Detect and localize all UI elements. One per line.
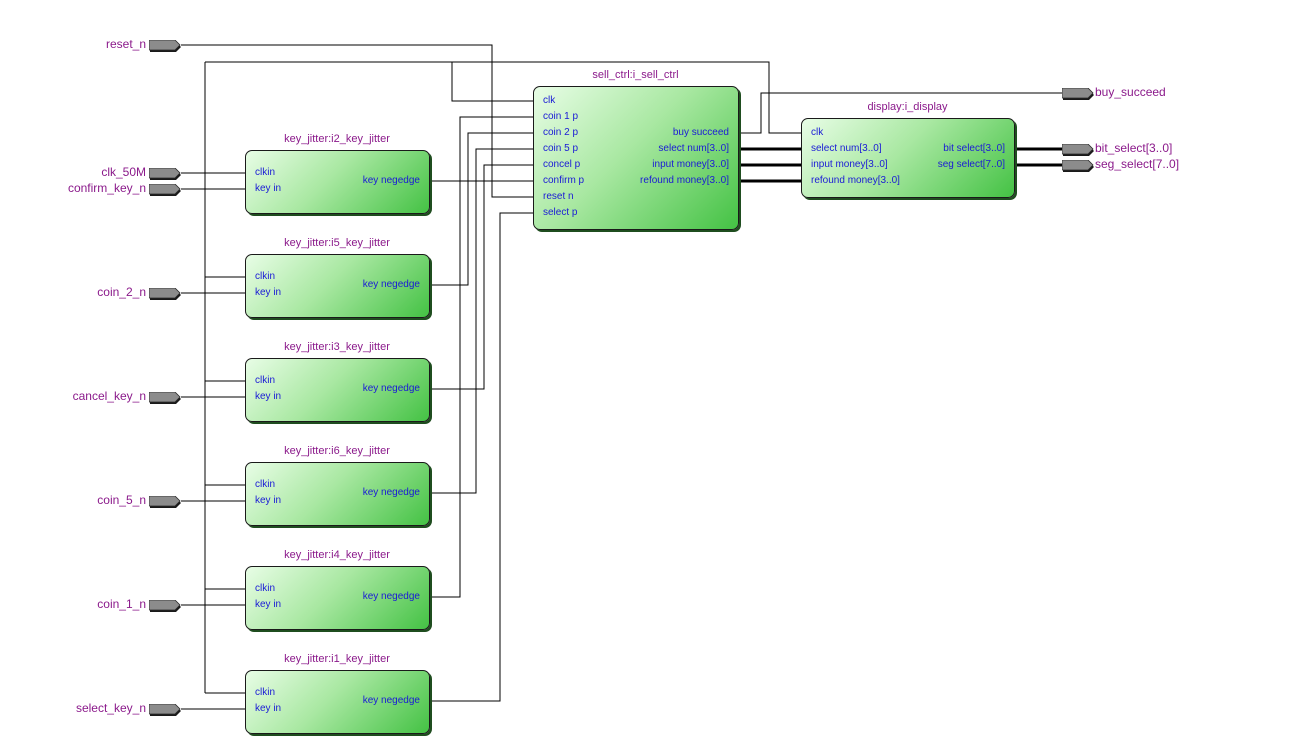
sell-ctrl-in-port: concel p (543, 159, 581, 170)
sell-ctrl-in-port: reset n (543, 191, 574, 202)
key-jitter-block[interactable]: clkin key in key negedge (245, 358, 430, 422)
display-out-port: bit select[3..0] (943, 143, 1005, 154)
port-key-in: key in (255, 703, 282, 714)
input-pin-select-key-n[interactable] (148, 703, 181, 716)
wire-coin1-p (429, 116, 533, 598)
display-in-port: input money[3..0] (811, 159, 888, 170)
input-pin-label: coin_2_n (97, 285, 146, 299)
input-pin-label: coin_1_n (97, 597, 146, 611)
input-pin-coin-5-n[interactable] (148, 495, 181, 508)
sell-ctrl-out-port: input money[3..0] (652, 159, 729, 170)
sell-ctrl-out-port: select num[3..0] (658, 143, 729, 154)
key-jitter-block[interactable]: clkin key in key negedge (245, 670, 430, 734)
input-pin-clk-50m[interactable] (148, 167, 181, 180)
port-clkin: clkin (255, 271, 276, 282)
display-in-port: refound money[3..0] (811, 175, 900, 186)
output-pin-buy-succeed[interactable] (1061, 87, 1094, 100)
display-in-port: select num[3..0] (811, 143, 882, 154)
key-jitter-title: key_jitter:i3_key_jitter (284, 341, 390, 353)
port-key-negedge: key negedge (362, 487, 420, 498)
key-jitter-block[interactable]: clkin key in key negedge (245, 150, 430, 214)
port-key-in: key in (255, 599, 282, 610)
port-key-negedge: key negedge (362, 383, 420, 394)
input-pin-coin-2-n[interactable] (148, 287, 181, 300)
display-title: display:i_display (867, 101, 948, 113)
sell-ctrl-out-port: refound money[3..0] (640, 175, 729, 186)
input-pin-label: coin_5_n (97, 493, 146, 507)
sell-ctrl-in-port: select p (543, 207, 578, 218)
port-key-negedge: key negedge (362, 279, 420, 290)
port-key-negedge: key negedge (362, 695, 420, 706)
port-clkin: clkin (255, 583, 276, 594)
output-pin-label: bit_select[3..0] (1095, 141, 1173, 155)
key-jitter-title: key_jitter:i1_key_jitter (284, 653, 390, 665)
wire-reset-n (181, 44, 533, 198)
input-pin-label: reset_n (105, 37, 146, 51)
key-jitter-block[interactable]: clkin key in key negedge (245, 566, 430, 630)
wire-concel-p (429, 164, 533, 390)
input-pin-label: clk_50M (101, 165, 146, 179)
sell-ctrl-out-port: buy succeed (672, 127, 729, 138)
wire-coin2-p (429, 132, 533, 286)
display-block[interactable]: clk select num[3..0] input money[3..0] refo… (801, 118, 1015, 198)
sell-ctrl-in-port: coin 5 p (543, 143, 579, 154)
wire-clk-main (205, 61, 801, 134)
key-jitter-block[interactable]: clkin key in key negedge (245, 462, 430, 526)
output-pin-label: buy_succeed (1095, 85, 1166, 99)
input-pin-reset-n[interactable] (148, 39, 181, 52)
port-key-negedge: key negedge (362, 175, 420, 186)
port-clkin: clkin (255, 479, 276, 490)
port-clkin: clkin (255, 375, 276, 386)
wire-coin5-p (429, 148, 533, 494)
sell-ctrl-in-port: clk (543, 95, 556, 106)
key-jitter-title: key_jitter:i6_key_jitter (284, 445, 390, 457)
wire-select-p (429, 212, 533, 702)
sell-ctrl-title: sell_ctrl:i_sell_ctrl (592, 69, 679, 81)
input-pin-label: confirm_key_n (67, 181, 146, 195)
input-pin-label: select_key_n (75, 701, 146, 715)
port-clkin: clkin (255, 687, 276, 698)
input-pin-label: cancel_key_n (72, 389, 146, 403)
key-jitter-title: key_jitter:i2_key_jitter (284, 133, 390, 145)
output-pin-bit-select-3-0[interactable] (1061, 143, 1094, 156)
port-key-in: key in (255, 391, 282, 402)
port-key-in: key in (255, 287, 282, 298)
input-pin-coin-1-n[interactable] (148, 599, 181, 612)
wire-clk-sell (451, 62, 533, 102)
display-out-port: seg select[7..0] (937, 159, 1005, 170)
sell-ctrl-in-port: coin 1 p (543, 111, 579, 122)
input-pin-cancel-key-n[interactable] (148, 391, 181, 404)
port-key-in: key in (255, 183, 282, 194)
port-key-negedge: key negedge (362, 591, 420, 602)
input-pin-confirm-key-n[interactable] (148, 183, 181, 196)
port-clkin: clkin (255, 167, 276, 178)
sell-ctrl-block[interactable]: clk coin 1 p coin 2 p coin 5 p concel p confi… (533, 86, 739, 230)
port-key-in: key in (255, 495, 282, 506)
key-jitter-title: key_jitter:i5_key_jitter (284, 237, 390, 249)
key-jitter-block[interactable]: clkin key in key negedge (245, 254, 430, 318)
key-jitter-title: key_jitter:i4_key_jitter (284, 549, 390, 561)
sell-ctrl-in-port: coin 2 p (543, 127, 579, 138)
wire-buy-succeed (738, 92, 1062, 134)
sell-ctrl-in-port: confirm p (543, 175, 585, 186)
output-pin-seg-select-7-0[interactable] (1061, 159, 1094, 172)
display-in-port: clk (811, 127, 824, 138)
output-pin-label: seg_select[7..0] (1095, 157, 1180, 171)
